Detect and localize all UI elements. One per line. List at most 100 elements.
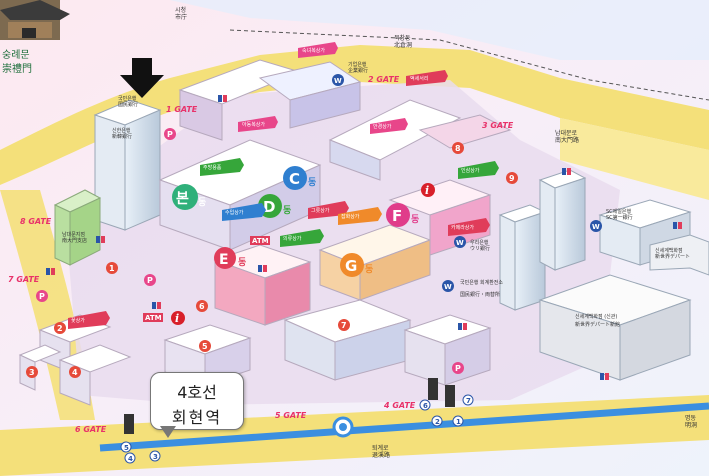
shop-sign-8[interactable]	[280, 229, 324, 247]
restroom-icon[interactable]	[96, 236, 105, 243]
atm-marker-2[interactable]	[143, 313, 163, 322]
zone-c-badge[interactable]	[283, 166, 307, 190]
info-icon-1[interactable]	[421, 183, 435, 197]
myeongdong-label: 명동	[685, 414, 697, 422]
zone-main-badge[interactable]	[172, 184, 198, 210]
zone-f-badge[interactable]	[386, 203, 410, 227]
marker-5[interactable]	[199, 340, 211, 352]
shop-sign-5[interactable]	[200, 158, 244, 176]
shop-sign-12[interactable]	[68, 311, 110, 329]
station-callout[interactable]: 4호선 회현역	[150, 372, 244, 430]
gate-4-label[interactable]: 4 GATE	[383, 401, 416, 410]
marker-1[interactable]	[106, 262, 118, 274]
exit-3-badge[interactable]	[149, 450, 161, 462]
gate-6-label[interactable]: 6 GATE	[75, 425, 107, 434]
gate-8-label[interactable]: 8 GATE	[20, 217, 52, 226]
namdaemun-road-label-hanja: 南大門路	[555, 136, 579, 144]
gate-3-label[interactable]: 3 GATE	[482, 121, 514, 130]
sungnyemun-hanja: 崇禮門	[2, 62, 32, 75]
marker-4[interactable]	[69, 366, 81, 378]
bukchang-label-hanja: 北倉洞	[394, 41, 412, 49]
ibk-label-jp: 企業銀行	[348, 67, 368, 74]
shop-sign-12-label: 꽃상가	[71, 317, 85, 324]
city-hall-label-hanja: 市庁	[175, 13, 187, 21]
info-icon-2-label: i	[175, 312, 179, 325]
restroom-icon[interactable]	[458, 323, 467, 330]
marker-2[interactable]	[54, 322, 66, 334]
shop-sign-4[interactable]	[370, 118, 408, 134]
zone-main-letter: 본	[176, 191, 189, 207]
bank-icon-kookmin-label: W	[444, 283, 452, 291]
shop-sign-6[interactable]	[222, 203, 266, 221]
sungnyemun-landmark[interactable]	[0, 0, 70, 40]
exit-7-badge[interactable]	[462, 394, 474, 406]
restroom-icon[interactable]	[46, 268, 55, 275]
parking-marker-3[interactable]	[36, 290, 48, 302]
restroom-icon[interactable]	[258, 265, 267, 272]
zone-e-suffix: 동	[238, 257, 246, 268]
restroom-icon[interactable]	[673, 222, 682, 229]
ibk-label: 기업은행	[348, 61, 367, 68]
exit-6-badge[interactable]	[419, 399, 431, 411]
northern-road	[0, 45, 709, 185]
shinhan-bank-label: 신한은행	[112, 127, 131, 134]
exit-4-badge[interactable]	[124, 452, 136, 464]
zone-g-letter: G	[345, 257, 357, 275]
atm-marker-1[interactable]	[250, 236, 270, 245]
exit-2-badge[interactable]	[431, 415, 443, 427]
nambu-branch-label-jp: 南大門支店	[62, 237, 87, 244]
shop-sign-6-label: 수입상가	[225, 209, 244, 216]
marker-3[interactable]	[26, 366, 38, 378]
shinsegae-annex-label-jp: 新世界デパート新館	[575, 321, 620, 328]
zone-e-badge[interactable]	[214, 247, 236, 269]
kookmin-bank-label: 국민은행	[118, 95, 137, 102]
restroom-icon[interactable]	[562, 168, 571, 175]
marker-6[interactable]	[196, 300, 208, 312]
namdaemun-road-label: 남대문로	[555, 129, 578, 137]
toegyero-label: 퇴계로	[372, 444, 389, 452]
upper-area	[170, 0, 709, 60]
info-icon-2[interactable]	[171, 311, 185, 325]
shop-sign-1[interactable]	[238, 116, 278, 132]
gate-2-label[interactable]: 2 GATE	[368, 75, 400, 84]
marker-9[interactable]	[506, 172, 518, 184]
parking-marker-1-label: P	[167, 130, 173, 139]
shop-sign-4-label: 안경상가	[373, 123, 392, 130]
gate-7-label[interactable]: 7 GATE	[8, 275, 40, 284]
woori-bank-label: 우리은행	[470, 239, 489, 246]
exit-1-badge[interactable]	[452, 415, 464, 427]
zone-f-suffix: 동	[411, 214, 419, 225]
bank-icon-kookmin[interactable]	[442, 280, 454, 292]
marker-2-num: 2	[57, 324, 63, 333]
bank-icon-woori-label: W	[456, 239, 464, 247]
shop-sign-9[interactable]	[338, 207, 382, 225]
sungnyemun-label: 숭례문	[2, 49, 30, 61]
restroom-icon[interactable]	[218, 95, 227, 102]
gate-5-label[interactable]: 5 GATE	[275, 411, 307, 420]
bank-icon-sc[interactable]	[590, 220, 602, 232]
marker-5-num: 5	[202, 342, 208, 351]
marker-8[interactable]	[452, 142, 464, 154]
gate-1-label[interactable]: 1 GATE	[166, 105, 198, 114]
shop-sign-11[interactable]	[448, 218, 490, 236]
parking-marker-1[interactable]	[164, 128, 176, 140]
restroom-icon[interactable]	[152, 302, 161, 309]
shop-sign-3[interactable]	[406, 70, 448, 86]
parking-marker-4[interactable]	[452, 362, 464, 374]
shop-sign-2[interactable]	[298, 42, 338, 58]
toegyero-label-hanja: 退溪路	[372, 451, 390, 459]
exit-5-badge[interactable]	[120, 441, 132, 453]
restroom-icon[interactable]	[600, 373, 609, 380]
marker-1-num: 1	[109, 264, 115, 273]
zone-g-badge[interactable]	[340, 253, 364, 277]
bank-icon-woori[interactable]	[454, 236, 466, 248]
bank-icon-ibk[interactable]	[332, 74, 344, 86]
shop-sign-10[interactable]	[458, 161, 499, 179]
parking-marker-2[interactable]	[144, 274, 156, 286]
marker-4-num: 4	[72, 368, 78, 377]
exit-1-num: 1	[456, 418, 461, 426]
marker-9-num: 9	[509, 174, 515, 183]
marker-7[interactable]	[338, 319, 350, 331]
exit-tower-1	[124, 414, 134, 434]
